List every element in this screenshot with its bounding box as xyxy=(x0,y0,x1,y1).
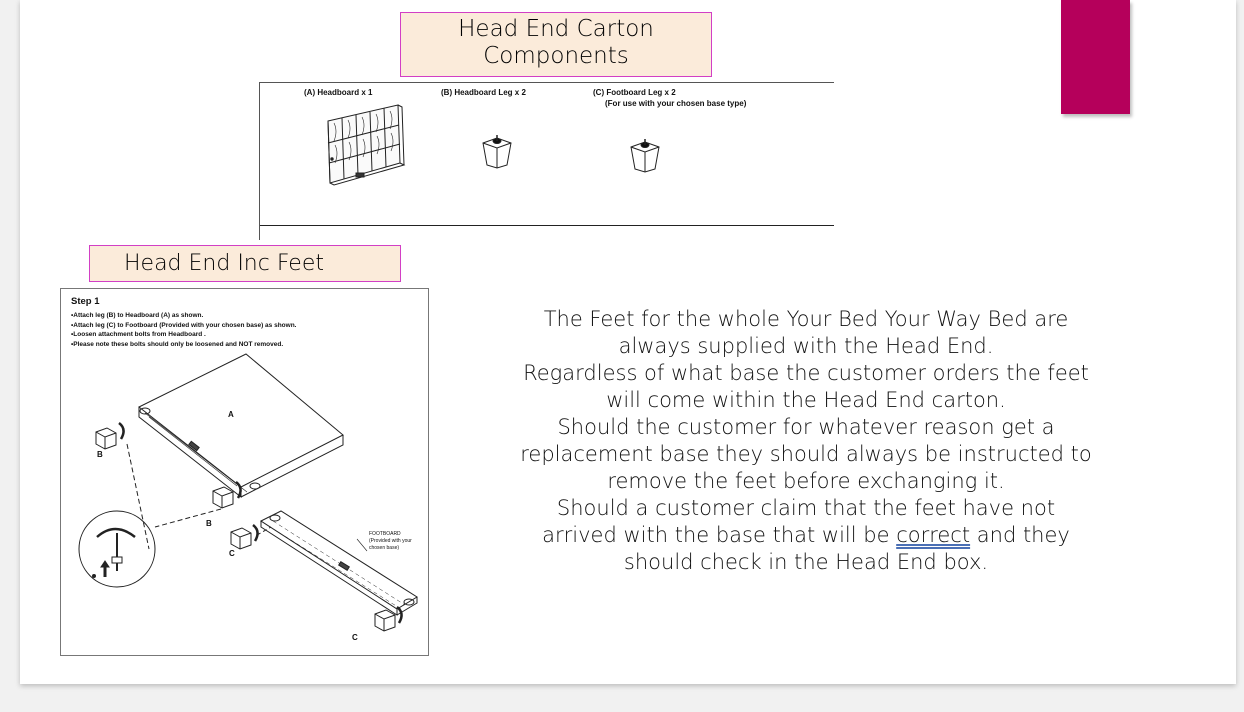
step-list: Attach leg (B) to Headboard (A) as shown… xyxy=(71,311,296,349)
body-text: The Feet for the whole Your Bed Your Way… xyxy=(520,306,1092,576)
title-line-1: Head End Carton xyxy=(458,16,654,42)
components-figure: (A) Headboard x 1 (B) Headboard Leg x 2 … xyxy=(259,82,834,240)
step-figure: Step 1 Attach leg (B) to Headboard (A) a… xyxy=(60,288,429,656)
paragraph-4-start: Should a customer claim that the feet ha… xyxy=(542,496,1056,547)
spellcheck-word[interactable]: correct xyxy=(896,523,971,547)
paragraph-4: Should a customer claim that the feet ha… xyxy=(520,495,1092,576)
label-c-2: C xyxy=(352,633,358,642)
footboard-label: FOOTBOARD xyxy=(369,531,401,537)
footboard-leg-drawing xyxy=(630,139,660,173)
step-item: Attach leg (B) to Headboard (A) as shown… xyxy=(71,311,296,321)
figure-baseline xyxy=(260,225,834,226)
step-title: Step 1 xyxy=(71,296,100,307)
footboard-leg-label: (C) Footboard Leg x 2 xyxy=(593,88,676,97)
title-line-2: Components xyxy=(483,43,629,69)
footboard-note-1: (Provided with your xyxy=(369,538,412,544)
headboard-label: (A) Headboard x 1 xyxy=(304,88,373,97)
assembly-drawing xyxy=(78,353,418,632)
footboard-leg-note: (For use with your chosen base type) xyxy=(605,99,747,108)
accent-bar xyxy=(1061,0,1130,114)
paragraph-1: The Feet for the whole Your Bed Your Way… xyxy=(543,307,1069,358)
step-item: Please note these bolts should only be l… xyxy=(71,340,296,350)
label-c: C xyxy=(229,549,235,558)
step-item: Loosen attachment bolts from Headboard . xyxy=(71,330,296,340)
label-b: B xyxy=(97,450,103,459)
label-a: A xyxy=(228,410,234,419)
headboard-leg-drawing xyxy=(482,135,512,169)
step-item: Attach leg (C) to Footboard (Provided wi… xyxy=(71,321,296,331)
headboard-leg-label: (B) Headboard Leg x 2 xyxy=(441,88,526,97)
paragraph-3: Should the customer for whatever reason … xyxy=(520,415,1092,493)
paragraph-2: Regardless of what base the customer ord… xyxy=(523,361,1089,412)
label-b-2: B xyxy=(206,519,212,528)
headboard-drawing xyxy=(327,104,406,186)
feet-label-box: Head End Inc Feet xyxy=(89,245,401,282)
title-box: Head End Carton Components xyxy=(400,12,712,77)
footboard-note-2: chosen base) xyxy=(369,545,400,551)
paragraph-4-end: and they should check in the Head End bo… xyxy=(623,523,1070,574)
